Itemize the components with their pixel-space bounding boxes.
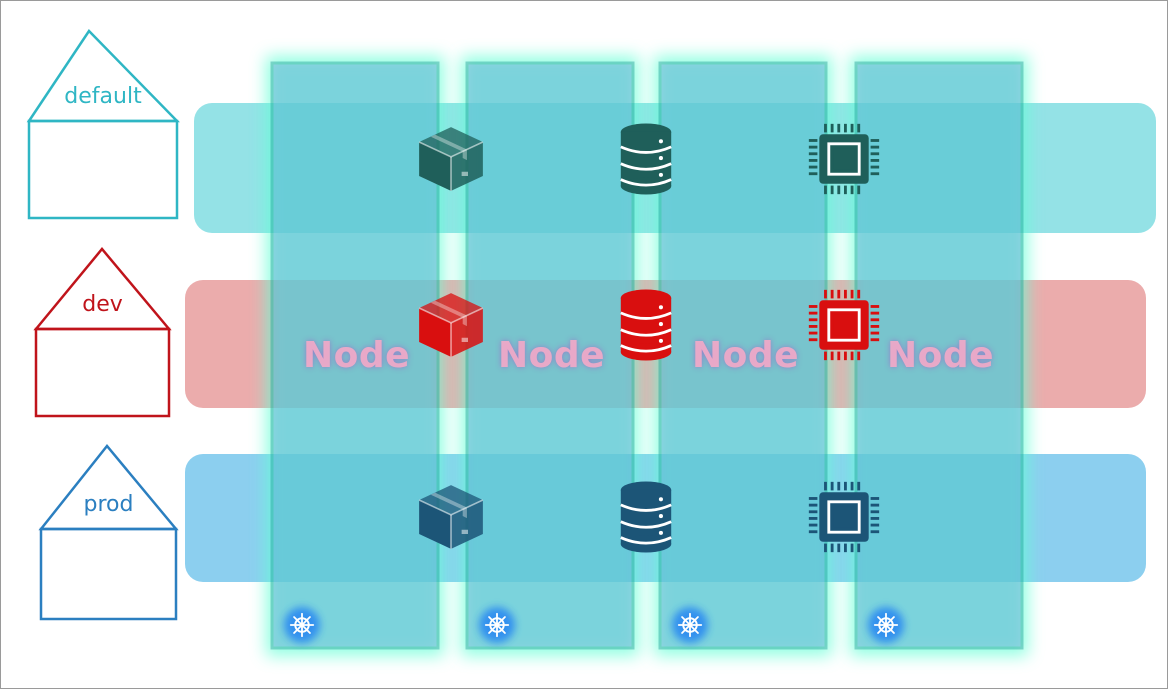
node-column: [658, 61, 828, 650]
node-label: Node: [692, 335, 800, 376]
kubernetes-helm-icon: [289, 612, 315, 638]
namespace-label-dev: dev: [82, 292, 123, 317]
database-icon: [619, 122, 673, 196]
node-column: [270, 61, 440, 650]
database-icon: [619, 288, 673, 362]
kubernetes-helm-icon: [873, 612, 899, 638]
kubernetes-helm-icon: [677, 612, 703, 638]
namespace-house-prod-icon: [38, 444, 179, 621]
namespace-house-dev-icon: [33, 247, 172, 418]
namespace-house-default-icon: [26, 29, 180, 220]
node-glow: [461, 56, 639, 656]
namespace-label-prod: prod: [83, 492, 134, 517]
node-label: Node: [498, 335, 606, 376]
node-glow: [654, 56, 832, 656]
namespace-label-default: default: [64, 84, 142, 109]
node-glow: [850, 56, 1028, 656]
node-label: Node: [887, 335, 995, 376]
kubernetes-helm-icon: [484, 612, 510, 638]
node-label: Node: [303, 335, 411, 376]
node-glow: [266, 56, 444, 656]
database-icon: [619, 480, 673, 554]
node-column: [854, 61, 1024, 650]
node-column: [465, 61, 635, 650]
